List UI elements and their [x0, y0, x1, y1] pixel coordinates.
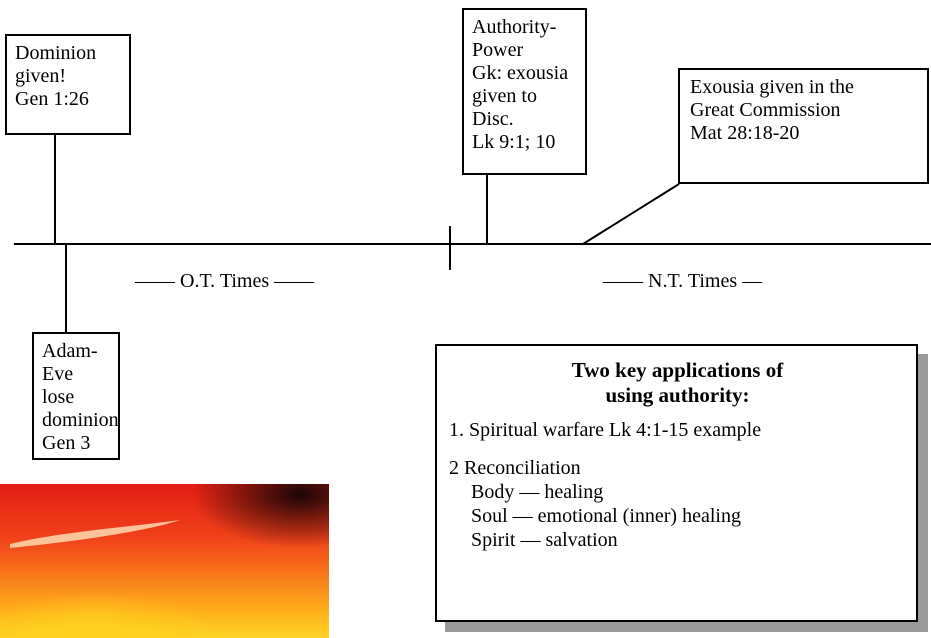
box-line: Eve lose [42, 363, 75, 408]
box-line: Gk: exousia [472, 62, 569, 84]
authority-power-box: Authority- Power Gk: exousia given to Di… [462, 8, 587, 175]
sunset-image [0, 484, 329, 638]
ot-times-label: —— O.T. Times —— [135, 270, 315, 292]
sunset-light-streak [10, 520, 180, 548]
timeline-axis [14, 243, 931, 245]
box-line: Great Commission [690, 99, 841, 121]
box-line: Exousia given in the [690, 76, 854, 98]
key-item-spiritual-warfare: 1. Spiritual warfare Lk 4:1-15 example [449, 419, 762, 441]
box-line: Mat 28:18-20 [690, 122, 800, 144]
nt-times-label: —— N.T. Times — [603, 270, 763, 292]
box-line: Dominion [15, 42, 97, 64]
key-item-reconciliation: 2 Reconciliation [449, 457, 581, 479]
adam-connector [65, 244, 67, 332]
great-commission-box: Exousia given in the Great Commission Ma… [678, 68, 929, 184]
key-subitem-spirit: Spirit — salvation [471, 529, 618, 551]
dominion-given-box: Dominion given! Gen 1:26 [5, 34, 131, 135]
key-title: Two key applications of using authority: [508, 358, 848, 408]
key-title-line: Two key applications of [571, 358, 784, 382]
box-line: Authority- [472, 16, 557, 38]
box-line: Gen 3 [42, 432, 91, 454]
key-subitem-body: Body — healing [471, 481, 604, 503]
box-line: Adam- [42, 340, 98, 362]
box-line: dominion [42, 409, 119, 431]
key-title-line: using authority: [605, 383, 750, 407]
box-line: Power [472, 39, 524, 61]
ot-nt-divider-tick [449, 226, 451, 270]
adam-eve-box: Adam- Eve lose dominion Gen 3 [32, 332, 120, 460]
dominion-connector [54, 135, 56, 244]
authority-connector [486, 175, 488, 244]
key-subitem-soul: Soul — emotional (inner) healing [471, 505, 741, 527]
box-line: Gen 1:26 [15, 88, 89, 110]
box-line: given to Disc. [472, 85, 537, 130]
box-line: Lk 9:1; 10 [472, 131, 556, 153]
key-applications-box: Two key applications of using authority:… [435, 344, 918, 622]
box-line: given! [15, 65, 67, 87]
